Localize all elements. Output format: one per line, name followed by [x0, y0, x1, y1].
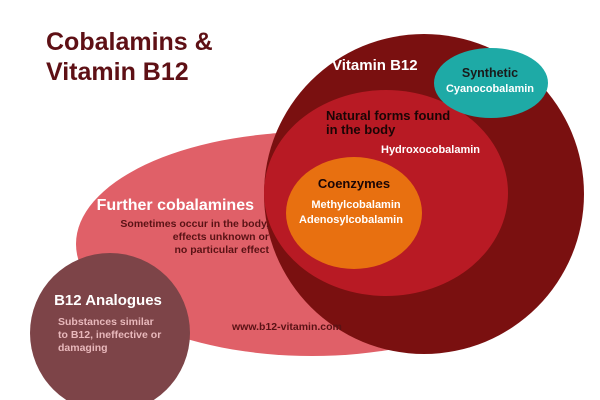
synthetic-label: Synthetic — [462, 66, 518, 80]
further-cobalamines-title: Further cobalamines — [97, 197, 254, 214]
coenzymes-ellipse — [286, 157, 422, 269]
hydroxocobalamin-label: Hydroxocobalamin — [381, 144, 480, 156]
analogues-desc-line-2: to B12, ineffective or — [58, 329, 161, 341]
vitamin-b12-label: Vitamin B12 — [332, 57, 418, 74]
analogues-desc-line-1: Substances similar — [58, 316, 154, 328]
synthetic-ellipse — [434, 48, 548, 118]
b12-analogues-title: B12 Analogues — [54, 292, 162, 309]
further-desc-line-1: Sometimes occur in the body, — [120, 218, 269, 230]
natural-forms-label-line-1: Natural forms found — [326, 108, 450, 123]
analogues-desc-line-3: damaging — [58, 342, 108, 354]
title-line-1: Cobalamins & — [46, 28, 213, 56]
title-line-2: Vitamin B12 — [46, 58, 189, 86]
b12-analogues-circle — [30, 253, 190, 400]
methylcobalamin-label: Methylcobalamin — [311, 199, 401, 211]
cyanocobalamin-label: Cyanocobalamin — [446, 83, 534, 95]
coenzymes-label: Coenzymes — [318, 176, 390, 191]
further-desc-line-2: effects unknown or — [173, 231, 269, 243]
adenosylcobalamin-label: Adenosylcobalamin — [299, 214, 403, 226]
website-url: www.b12-vitamin.com — [231, 321, 342, 333]
natural-forms-label-line-2: in the body — [326, 122, 396, 137]
further-desc-line-3: no particular effect — [174, 244, 269, 256]
